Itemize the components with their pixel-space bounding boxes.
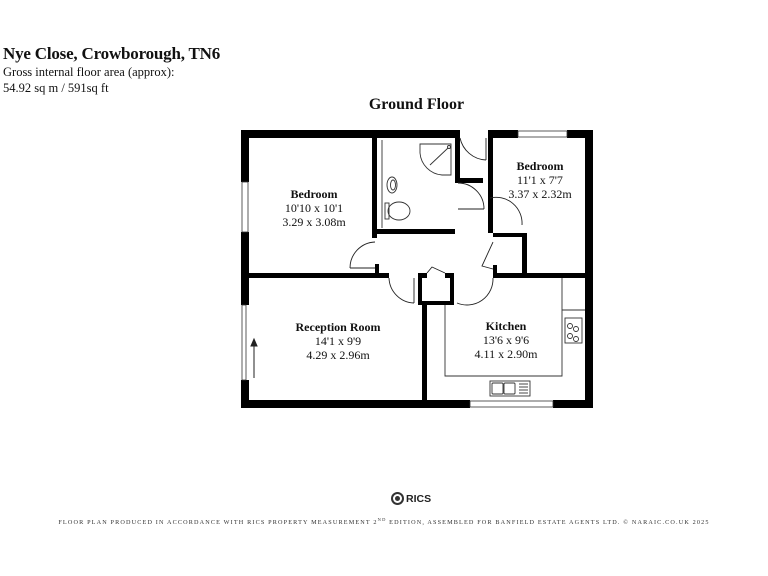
rics-logo-text: RICS: [406, 492, 432, 505]
room-kitchen: Kitchen 13'6 x 9'6 4.11 x 2.90m: [475, 319, 538, 361]
footer-text-end: EDITION, ASSEMBLED FOR BANFIELD ESTATE A…: [386, 519, 710, 527]
property-header: Nye Close, Crowborough, TN6 Gross intern…: [3, 44, 220, 96]
room-reception: Reception Room 14'1 x 9'9 4.29 x 2.96m: [296, 320, 381, 362]
windows: [241, 130, 568, 408]
room-dimensions-imperial: 10'10 x 10'1: [284, 201, 344, 215]
footer-disclaimer: FLOOR PLAN PRODUCED IN ACCORDANCE WITH R…: [0, 517, 768, 526]
room-name: Reception Room: [295, 320, 381, 334]
property-title: Nye Close, Crowborough, TN6: [3, 44, 221, 63]
room-dimensions-metric: 3.37 x 2.32m: [508, 187, 572, 201]
area-label: Gross internal floor area (approx):: [3, 65, 175, 79]
room-dimensions-imperial: 14'1 x 9'9: [314, 334, 362, 348]
room-dimensions-metric: 4.11 x 2.90m: [474, 347, 538, 361]
room-name: Kitchen: [485, 319, 527, 333]
footer-text-start: FLOOR PLAN PRODUCED IN ACCORDANCE WITH R…: [58, 519, 378, 527]
room-dimensions-metric: 3.29 x 3.08m: [282, 215, 346, 229]
room-dimensions-metric: 4.29 x 2.96m: [306, 348, 370, 362]
room-name: Bedroom: [516, 159, 564, 173]
room-dimensions-imperial: 13'6 x 9'6: [482, 333, 530, 347]
room-dimensions-imperial: 11'1 x 7'7: [517, 173, 563, 187]
bathroom-fixtures: [381, 140, 452, 228]
walls: [241, 130, 593, 408]
door-swings: [349, 137, 523, 306]
rics-logo: RICS: [391, 492, 431, 505]
room-name: Bedroom: [290, 187, 338, 201]
floor-title: Ground Floor: [368, 96, 465, 113]
kitchen-fixtures: [444, 278, 585, 397]
rics-lion-icon: [391, 492, 404, 505]
footer-superscript: ND: [377, 517, 387, 522]
room-bedroom-2: Bedroom 11'1 x 7'7 3.37 x 2.32m: [508, 159, 571, 201]
sliding-door-arrow-icon: [250, 337, 258, 378]
room-bedroom-1: Bedroom 10'10 x 10'1 3.29 x 3.08m: [282, 187, 345, 229]
area-value: 54.92 sq m / 591sq ft: [3, 81, 109, 95]
